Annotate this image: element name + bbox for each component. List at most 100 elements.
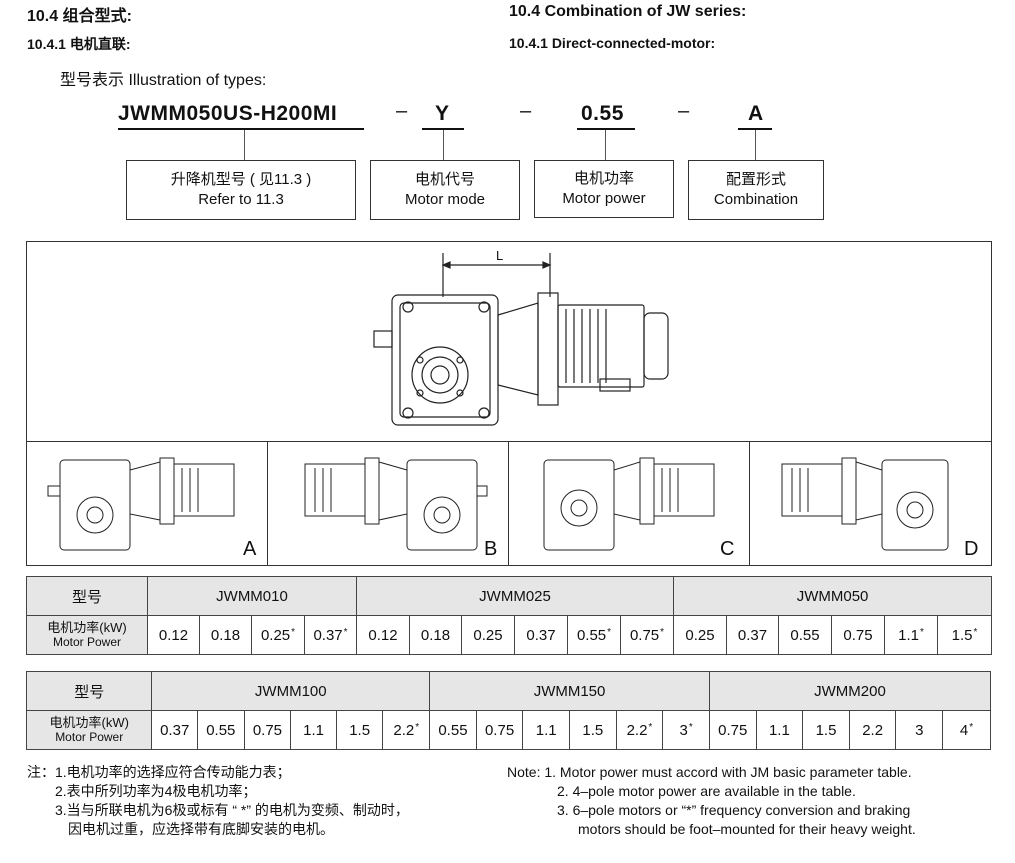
table-cell: 0.75 — [475, 710, 524, 750]
model-power: 0.55 — [581, 102, 624, 125]
separator: – — [396, 100, 408, 122]
figure-divider — [26, 441, 992, 442]
variant-label-c: C — [720, 538, 735, 560]
star-mark: * — [688, 721, 693, 733]
table-header-label: 型号 — [26, 576, 148, 616]
table-cell: 0.18 — [199, 615, 252, 655]
table-group-header: JWMM010 — [147, 576, 357, 616]
power-table-1: 型号 JWMM010 JWMM025 JWMM050 电机功率(kW)Motor… — [26, 576, 993, 655]
table-group-header: JWMM150 — [429, 671, 710, 711]
power-underline — [577, 128, 635, 130]
variant-b-drawing — [304, 457, 488, 551]
table-cell: 0.12 — [356, 615, 410, 655]
table-cell: 0.25* — [251, 615, 305, 655]
table-cell: 1.1 — [755, 710, 804, 750]
box-en: Motor power — [562, 190, 646, 207]
star-mark: * — [660, 626, 665, 638]
variant-a-drawing — [47, 457, 235, 551]
model-base-underline — [118, 128, 364, 130]
table-cell: 0.25 — [461, 615, 515, 655]
table-header-row: 型号 JWMM010 JWMM025 JWMM050 — [26, 576, 993, 616]
table-cell: 0.75 — [243, 710, 292, 750]
table-cell: 0.75 — [708, 710, 757, 750]
table-cell: 0.18 — [409, 615, 462, 655]
variant-c-drawing — [543, 457, 715, 551]
table-group-header: JWMM200 — [708, 671, 992, 711]
en-subsection-title: 10.4.1 Direct-connected-motor: — [509, 35, 716, 51]
table-cell: 2.2* — [382, 710, 431, 750]
note-cn-2: 2.表中所列功率为4极电机功率； — [55, 783, 257, 799]
table-cell: 1.5* — [937, 615, 993, 655]
table-cell: 0.55 — [197, 710, 245, 750]
figure-divider — [749, 441, 750, 566]
power-table-2: 型号 JWMM100 JWMM150 JWMM200 电机功率(kW)Motor… — [25, 671, 992, 750]
star-mark: * — [291, 626, 296, 638]
note-cn-1: 注：1.电机功率的选择应符合传动能力表； — [27, 764, 291, 780]
table-row: 电机功率(kW)Motor Power 0.37 0.55 0.75 1.1 1… — [25, 710, 991, 750]
table-group-header: JWMM100 — [151, 671, 431, 711]
table-cell: 2.2* — [615, 710, 664, 750]
note-cn-3: 3.当与所联电机为6极或标有 “ *” 的电机为变频、制动时， — [55, 802, 409, 818]
box-cn: 升降机型号 ( 见11.3 ) — [170, 171, 312, 188]
table-cell: 0.25 — [673, 615, 728, 655]
star-mark: * — [607, 626, 612, 638]
note-en-3: 3. 6–pole motors or “*” frequency conver… — [557, 802, 911, 818]
model-config: A — [748, 102, 764, 125]
config-underline — [738, 128, 772, 130]
star-mark: * — [415, 721, 420, 733]
table-group-header: JWMM025 — [355, 576, 675, 616]
note-cn-4: 因电机过重，应选择带有底脚安装的电机。 — [68, 821, 334, 837]
table-cell: 1.5 — [335, 710, 384, 750]
connector-line — [605, 130, 606, 160]
table-header-row: 型号 JWMM100 JWMM150 JWMM200 — [25, 671, 992, 711]
model-motor-code: Y — [435, 102, 450, 125]
cn-section-title: 10.4 组合型式: — [27, 8, 132, 25]
table-cell: 1.1 — [290, 710, 337, 750]
box-combination: 配置形式 Combination — [688, 160, 824, 220]
box-en: Motor mode — [404, 191, 486, 208]
star-mark: * — [343, 626, 348, 638]
table-cell: 0.75 — [831, 615, 886, 655]
box-cn: 电机代号 — [414, 171, 475, 188]
table-cell: 0.37 — [726, 615, 780, 655]
table-cell: 3 — [895, 710, 944, 750]
variant-d-drawing — [781, 457, 949, 551]
star-mark: * — [973, 626, 978, 638]
star-mark: * — [920, 626, 924, 638]
figure-frame — [26, 241, 992, 566]
note-en-2: 2. 4–pole motor power are available in t… — [557, 783, 856, 799]
separator: – — [520, 100, 532, 122]
table-cell: 1.1* — [884, 615, 939, 655]
variant-label-a: A — [243, 538, 257, 560]
dimension-label: L — [496, 248, 504, 263]
note-en-1: Note: 1. Motor power must accord with JM… — [507, 764, 912, 780]
table-group-header: JWMM050 — [673, 576, 993, 616]
table-cell: 1.5 — [802, 710, 850, 750]
figure-divider — [267, 441, 268, 566]
table-cell: 1.1 — [522, 710, 571, 750]
cn-subsection-title: 10.4.1 电机直联: — [27, 36, 131, 52]
figure-divider — [508, 441, 509, 566]
row-label: 电机功率(kW)Motor Power — [26, 615, 148, 655]
box-motor-power: 电机功率 Motor power — [534, 160, 674, 218]
box-lifter-model: 升降机型号 ( 见11.3 ) Refer to 11.3 — [126, 160, 356, 220]
table-row: 电机功率(kW)Motor Power 0.12 0.18 0.25* 0.37… — [26, 615, 993, 655]
table-header-label: 型号 — [25, 671, 153, 711]
box-motor-mode: 电机代号 Motor mode — [370, 160, 520, 220]
table-cell: 0.55 — [429, 710, 477, 750]
star-mark: * — [969, 721, 974, 733]
box-cn: 电机功率 — [573, 170, 634, 187]
box-en: Combination — [713, 191, 799, 208]
table-cell: 1.5 — [569, 710, 617, 750]
connector-line — [443, 130, 444, 160]
model-base: JWMM050US-H200MI — [118, 102, 338, 125]
box-cn: 配置形式 — [725, 171, 786, 188]
en-section-title: 10.4 Combination of JW series: — [509, 3, 747, 20]
connector-line — [755, 130, 756, 160]
note-en-4: motors should be foot–mounted for their … — [578, 821, 916, 837]
variant-label-d: D — [964, 538, 979, 560]
table-cell: 0.55* — [567, 615, 621, 655]
table-cell: 0.37 — [151, 710, 198, 750]
table-cell: 0.55 — [778, 615, 833, 655]
table-cell: 0.12 — [147, 615, 200, 655]
